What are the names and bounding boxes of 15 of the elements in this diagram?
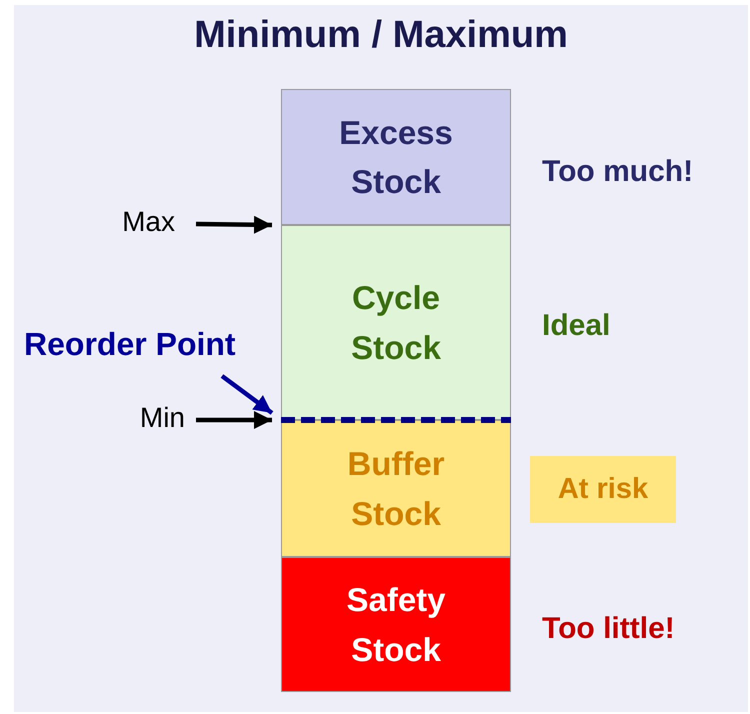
marker-label: Max	[100, 206, 175, 244]
status-tag: At risk	[530, 456, 676, 523]
status-label: Too much!	[542, 155, 694, 189]
title: Minimum / Maximum	[193, 14, 569, 57]
arrow	[196, 411, 272, 429]
marker-label: Min	[100, 402, 185, 440]
stock-segment: Buffer Stock	[281, 420, 511, 557]
status-label: Too little!	[542, 612, 675, 646]
stock-segment: Excess Stock	[281, 89, 511, 225]
callout-label: Reorder Point	[24, 326, 274, 366]
status-label: Ideal	[542, 309, 610, 343]
arrow	[196, 216, 272, 234]
arrow	[220, 374, 274, 415]
stock-segment: Cycle Stock	[281, 225, 511, 420]
stock-segment: Safety Stock	[281, 557, 511, 692]
